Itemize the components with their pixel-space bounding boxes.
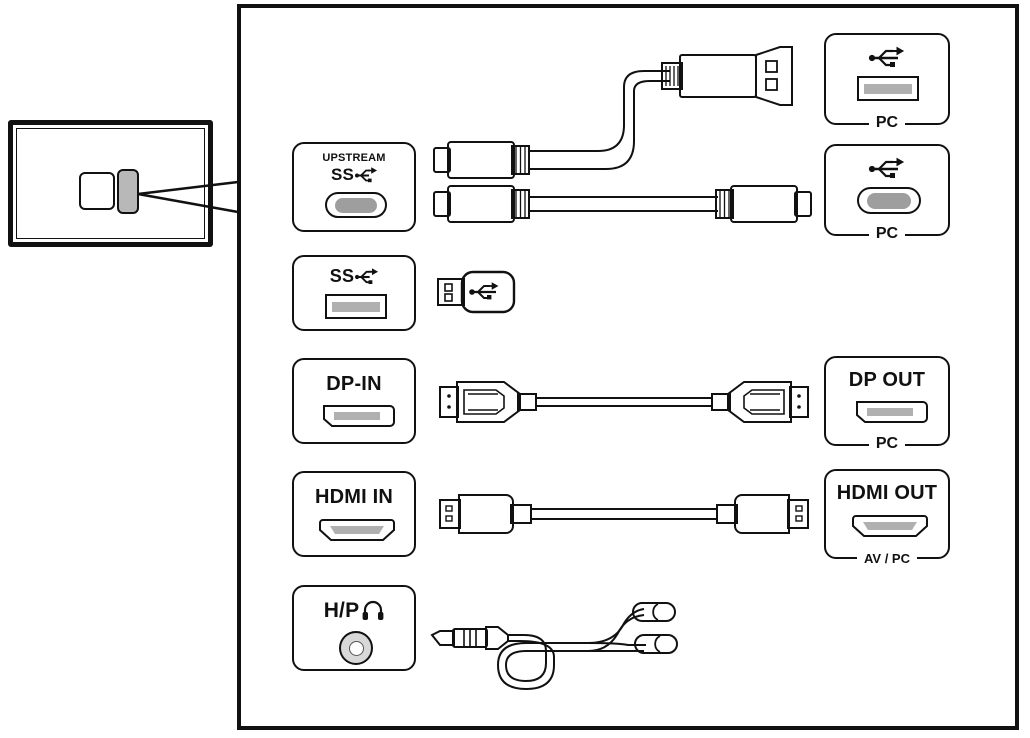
monitor-port-highlight (117, 169, 139, 214)
displayport-port-slot[interactable] (320, 404, 395, 430)
port-box-headphone[interactable]: H/P (292, 585, 416, 671)
usb-icon (868, 46, 905, 67)
port-box-usb-downstream[interactable]: SS (292, 255, 416, 331)
pc-caption-dp-out: PC (826, 435, 948, 453)
usb-c-to-usb-c-cable (433, 185, 812, 223)
hdmi-cable (439, 494, 809, 534)
usb-c-port-slot[interactable] (857, 187, 921, 214)
usb-c-port-slot[interactable] (325, 192, 387, 218)
ss-text: SS (330, 165, 355, 184)
usb-superspeed-icon (355, 167, 378, 183)
usb-icon (469, 282, 499, 300)
port-label-hdmi-in: HDMI IN (314, 486, 394, 508)
displayport-port-slot[interactable] (853, 400, 928, 426)
port-box-usb-upstream[interactable]: UPSTREAM SS (292, 142, 416, 232)
pc-caption-hdmi-out: AV / PC (826, 551, 948, 566)
pc-port-box-usb-a[interactable]: PC (824, 33, 950, 131)
displayport-cable (439, 381, 809, 423)
port-label-dp-out: DP OUT (848, 369, 926, 391)
ss-text: SS (329, 266, 355, 286)
hp-text: H/P (323, 599, 360, 622)
monitor-port-placeholder (79, 172, 115, 210)
port-label-headphone: H/P (294, 599, 414, 623)
headphone-icon (362, 600, 384, 620)
pc-port-box-usb-c[interactable]: PC (824, 144, 950, 242)
usb-icon (868, 157, 905, 178)
pc-caption-usb-c: PC (826, 225, 948, 243)
leader-lines (137, 180, 239, 214)
audio-cable-earphones (430, 602, 678, 691)
hdmi-port-slot[interactable] (319, 517, 395, 543)
usb-a-port-slot[interactable] (325, 294, 387, 319)
usb-c-to-usb-a-cable (433, 46, 793, 179)
port-box-hdmi-in[interactable]: HDMI IN (292, 471, 416, 557)
usb-a-port-slot[interactable] (857, 76, 919, 101)
pc-port-box-hdmi-out[interactable]: HDMI OUT AV / PC (824, 469, 950, 566)
port-label-superspeed: SS (294, 266, 414, 287)
port-label-upstream: UPSTREAM (322, 152, 386, 164)
port-box-dp-in[interactable]: DP-IN (292, 358, 416, 444)
pc-caption-usb-a: PC (826, 114, 948, 132)
monitor-bezel-inner (16, 128, 205, 239)
hdmi-port-slot[interactable] (852, 513, 928, 539)
monitor-rear-panel (8, 120, 213, 247)
usb-flash-drive (437, 270, 516, 314)
port-label-hdmi-out: HDMI OUT (836, 482, 938, 504)
audio-jack-port[interactable] (339, 631, 373, 665)
port-label-dp-in: DP-IN (326, 373, 382, 395)
port-label-superspeed: SS (294, 165, 414, 185)
pc-port-box-dp-out[interactable]: DP OUT PC (824, 356, 950, 452)
usb-superspeed-icon (355, 268, 379, 285)
